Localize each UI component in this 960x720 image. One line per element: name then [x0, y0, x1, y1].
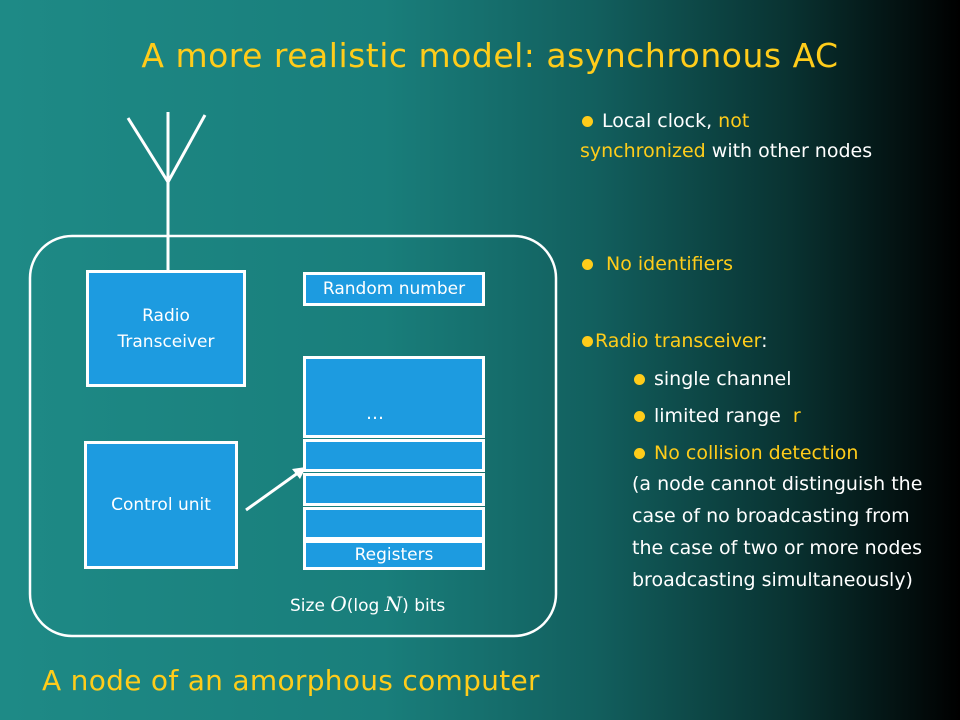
bullet-dot-icon [582, 116, 593, 127]
registers-box: Registers [303, 540, 485, 570]
radio-label-line2: Transceiver [117, 331, 215, 352]
register-row [303, 507, 485, 540]
diagram-caption: A node of an amorphous computer [42, 664, 540, 697]
control-unit-box: Control unit [84, 441, 238, 569]
bullet-dot-icon [582, 259, 593, 270]
connection-arrow [245, 468, 303, 512]
bullet-dot-icon [634, 374, 645, 385]
antenna-left-arm [126, 117, 170, 183]
bullet-single-channel: single channel [632, 364, 791, 394]
radio-label-line1: Radio [142, 305, 190, 326]
register-row [303, 473, 485, 506]
register-block: … [303, 356, 485, 438]
registers-label: Registers [354, 545, 434, 565]
random-number-box: Random number [303, 272, 485, 306]
random-number-label: Random number [322, 279, 466, 299]
antenna-right-arm [166, 114, 207, 183]
control-unit-label: Control unit [111, 495, 211, 515]
bullet-no-collision: No collision detection (a node cannot di… [632, 438, 932, 596]
node-outline [28, 234, 558, 638]
arrow-head [292, 467, 306, 479]
register-row [303, 439, 485, 472]
register-ellipsis: … [366, 403, 384, 424]
bullet-dot-icon [634, 448, 645, 459]
n-symbol: N [384, 592, 403, 616]
bullet-radio-transceiver: Radio transceiver: [580, 326, 768, 356]
bullet-dot-icon [634, 411, 645, 422]
register-size-label: Size O(log N) bits [290, 592, 446, 616]
bullet-limited-range: limited range r [632, 401, 801, 431]
bullet-dot-icon [582, 336, 593, 347]
radio-transceiver-box: Radio Transceiver [86, 270, 246, 387]
big-o-symbol: O [330, 592, 347, 616]
collision-note: (a node cannot distinguish the case of n… [632, 473, 923, 591]
bullet-no-identifiers: No identifiers [580, 249, 733, 279]
slide-title: A more realistic model: asynchronous AC [141, 36, 839, 75]
bullet-local-clock: Local clock, not synchronized with other… [580, 110, 873, 162]
